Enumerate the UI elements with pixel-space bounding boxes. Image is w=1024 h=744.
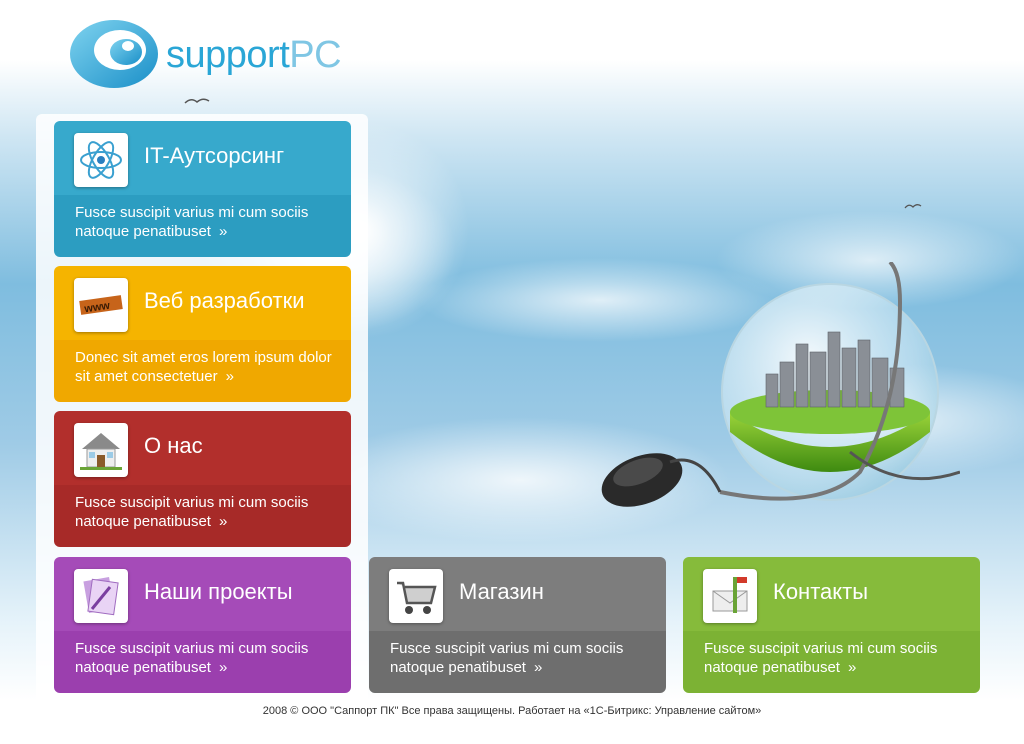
tile-contacts[interactable]: Контакты Fusce suscipit varius mi cum so… <box>683 557 980 693</box>
tile-title: Наши проекты <box>144 579 293 604</box>
tile-description: Fusce suscipit varius mi cum sociis nato… <box>704 639 964 677</box>
logo-brand-support: support <box>166 34 290 76</box>
tile-body: Donec sit amet eros lorem ipsum dolor si… <box>54 340 351 402</box>
tile-header: Магазин <box>369 557 666 631</box>
www-icon: www <box>74 278 128 332</box>
tile-body: Fusce suscipit varius mi cum sociis nato… <box>54 485 351 547</box>
tile-description: Fusce suscipit varius mi cum sociis nato… <box>75 493 335 531</box>
tile-it-outsourcing[interactable]: IT-Аутсорсинг Fusce suscipit varius mi c… <box>54 121 351 257</box>
logo-text: supportPC <box>166 34 342 77</box>
tile-description-text: Fusce suscipit varius mi cum sociis nato… <box>75 640 309 676</box>
more-arrow-icon[interactable]: » <box>218 659 228 676</box>
site-logo[interactable]: supportPC <box>68 14 358 94</box>
atom-icon <box>74 133 128 187</box>
tile-body: Fusce suscipit varius mi cum sociis nato… <box>369 631 666 693</box>
tile-title: Контакты <box>773 579 869 604</box>
tile-body: Fusce suscipit varius mi cum sociis nato… <box>54 631 351 693</box>
tile-web-development[interactable]: www Веб разработки Donec sit amet eros l… <box>54 266 351 402</box>
shopping-cart-icon <box>389 569 443 623</box>
tile-description: Fusce suscipit varius mi cum sociis nato… <box>390 639 650 677</box>
more-arrow-icon[interactable]: » <box>847 659 857 676</box>
more-arrow-icon[interactable]: » <box>533 659 543 676</box>
more-arrow-icon[interactable]: » <box>218 223 228 240</box>
tile-body: Fusce suscipit varius mi cum sociis nato… <box>683 631 980 693</box>
bird-icon <box>184 98 210 104</box>
tile-description: Fusce suscipit varius mi cum sociis nato… <box>75 203 335 241</box>
tile-header: IT-Аутсорсинг <box>54 121 351 195</box>
svg-text:www: www <box>83 300 112 316</box>
tile-header: О нас <box>54 411 351 485</box>
house-icon <box>74 423 128 477</box>
tile-description-text: Fusce suscipit varius mi cum sociis nato… <box>704 640 938 676</box>
tile-description-text: Fusce suscipit varius mi cum sociis nato… <box>75 494 309 530</box>
tile-body: Fusce suscipit varius mi cum sociis nato… <box>54 195 351 257</box>
logo-swirl-icon <box>70 20 158 88</box>
tile-description: Fusce suscipit varius mi cum sociis nato… <box>75 639 335 677</box>
mailbox-icon <box>703 569 757 623</box>
tile-shop[interactable]: Магазин Fusce suscipit varius mi cum soc… <box>369 557 666 693</box>
tile-description: Donec sit amet eros lorem ipsum dolor si… <box>75 348 335 386</box>
tile-title: IT-Аутсорсинг <box>144 143 285 168</box>
tile-header: Контакты <box>683 557 980 631</box>
tile-our-projects[interactable]: Наши проекты Fusce suscipit varius mi cu… <box>54 557 351 693</box>
footer-copyright: 2008 © ООО "Саппорт ПК" Все права защище… <box>262 705 762 717</box>
globe-mouse-illustration <box>601 262 960 507</box>
tile-title: Магазин <box>459 579 544 604</box>
more-arrow-icon[interactable]: » <box>218 513 228 530</box>
tile-header: Наши проекты <box>54 557 351 631</box>
tile-title: Веб разработки <box>144 288 305 313</box>
tile-title: О нас <box>144 433 203 458</box>
bird-icon <box>904 204 922 209</box>
logo-brand-pc: PC <box>289 34 342 76</box>
tile-description-text: Donec sit amet eros lorem ipsum dolor si… <box>75 349 332 385</box>
tile-description-text: Fusce suscipit varius mi cum sociis nato… <box>75 204 309 240</box>
tile-about-us[interactable]: О нас Fusce suscipit varius mi cum socii… <box>54 411 351 547</box>
more-arrow-icon[interactable]: » <box>225 368 234 385</box>
documents-icon <box>74 569 128 623</box>
tile-description-text: Fusce suscipit varius mi cum sociis nato… <box>390 640 624 676</box>
tile-header: www Веб разработки <box>54 266 351 340</box>
